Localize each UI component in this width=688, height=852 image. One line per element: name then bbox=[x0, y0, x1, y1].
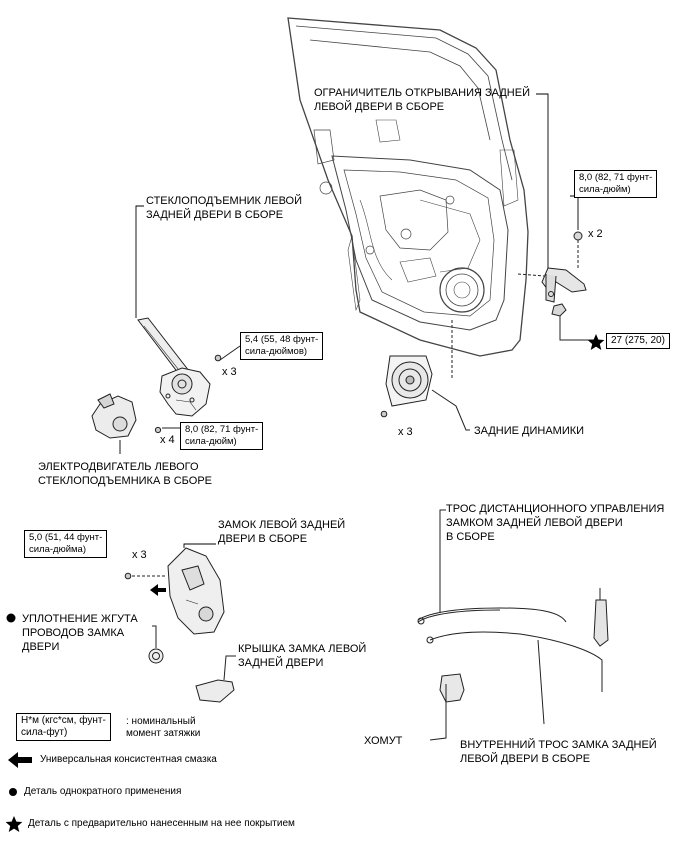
qty-check-bolt: x 2 bbox=[588, 228, 603, 240]
inside-cable-part bbox=[426, 588, 609, 725]
legend-grease-icon bbox=[8, 752, 32, 768]
label-lock-cover: КРЫШКА ЗАМКА ЛЕВОЙ ЗАДНЕЙ ДВЕРИ bbox=[238, 643, 367, 669]
label-harness-seal: УПЛОТНЕНИЕ ЖГУТА ПРОВОДОВ ЗАМКА ДВЕРИ bbox=[22, 613, 138, 653]
legend-unit-box: Н*м (кгс*см, фунт- сила-фут) bbox=[16, 713, 111, 741]
torque-regulator-bolt: 5,4 (55, 48 фунт- сила-дюймов) bbox=[240, 332, 324, 360]
torque-lock-screw: 5,0 (51, 44 фунт- сила-дюйма) bbox=[24, 530, 108, 558]
torque-motor-bolt: 8,0 (82, 71 фунт- сила-дюйм) bbox=[180, 422, 264, 450]
legend-one-time-icon bbox=[9, 788, 17, 796]
label-door-lock: ЗАМОК ЛЕВОЙ ЗАДНЕЙ ДВЕРИ В СБОРЕ bbox=[218, 519, 346, 545]
lock-screws bbox=[124, 572, 166, 580]
qty-regulator-bolt: x 3 bbox=[222, 366, 237, 378]
qty-speaker-screws: x 3 bbox=[398, 426, 413, 438]
label-rear-speakers: ЗАДНИЕ ДИНАМИКИ bbox=[474, 425, 585, 437]
rear-door-panel bbox=[287, 17, 529, 357]
label-regulator-motor: ЭЛЕКТРОДВИГАТЕЛЬ ЛЕВОГО СТЕКЛОПОДЪЕМНИКА… bbox=[38, 461, 213, 487]
label-window-regulator: СТЕКЛОПОДЪЕМНИК ЛЕВОЙ ЗАДНЕЙ ДВЕРИ В СБО… bbox=[146, 195, 302, 221]
qty-lock-screws: x 3 bbox=[132, 549, 147, 561]
motor-bolts bbox=[154, 426, 180, 434]
window-regulator-part bbox=[137, 317, 211, 417]
legend-unit-desc: : номинальный момент затяжки bbox=[126, 716, 201, 739]
rear-speaker-part bbox=[385, 320, 453, 407]
legend-grease-text: Универсальная консистентная смазка bbox=[40, 754, 217, 765]
door-check-precoated-bolt bbox=[551, 303, 596, 341]
legend-one-time-text: Деталь однократного применения bbox=[24, 786, 182, 797]
harness-seal-part bbox=[148, 625, 164, 664]
torque-check-bolt: 8,0 (82, 71 фунт- сила-дюйм) bbox=[574, 170, 658, 198]
torque-check-star: 27 (275, 20) bbox=[606, 333, 670, 349]
qty-motor-bolt: x 4 bbox=[160, 434, 175, 446]
label-remote-cable: ТРОС ДИСТАНЦИОННОГО УПРАВЛЕНИЯ ЗАМКОМ ЗА… bbox=[446, 503, 665, 543]
door-check-part bbox=[517, 267, 587, 303]
clamp-part bbox=[429, 673, 465, 741]
lock-cover-part bbox=[195, 655, 236, 703]
label-clamp: ХОМУТ bbox=[364, 735, 403, 747]
regulator-motor-part bbox=[91, 393, 137, 439]
remote-cable-part bbox=[417, 509, 567, 625]
seal-one-time-icon bbox=[6, 613, 16, 623]
check-precoated-star-icon bbox=[587, 334, 605, 350]
label-inside-cable: ВНУТРЕННИЙ ТРОС ЗАМКА ЗАДНЕЙ ЛЕВОЙ ДВЕРИ… bbox=[460, 739, 657, 765]
grease-point bbox=[150, 584, 166, 596]
label-door-check: ОГРАНИЧИТЕЛЬ ОТКРЫВАНИЯ ЗАДНЕЙ ЛЕВОЙ ДВЕ… bbox=[314, 87, 530, 113]
legend-precoated-text: Деталь с предварительно нанесенным на не… bbox=[28, 818, 295, 829]
speaker-screws bbox=[380, 389, 470, 431]
door-lock-part bbox=[167, 547, 225, 635]
legend-precoated-icon bbox=[5, 816, 23, 832]
regulator-bolts bbox=[214, 345, 241, 362]
door-check-bolt bbox=[573, 231, 583, 268]
